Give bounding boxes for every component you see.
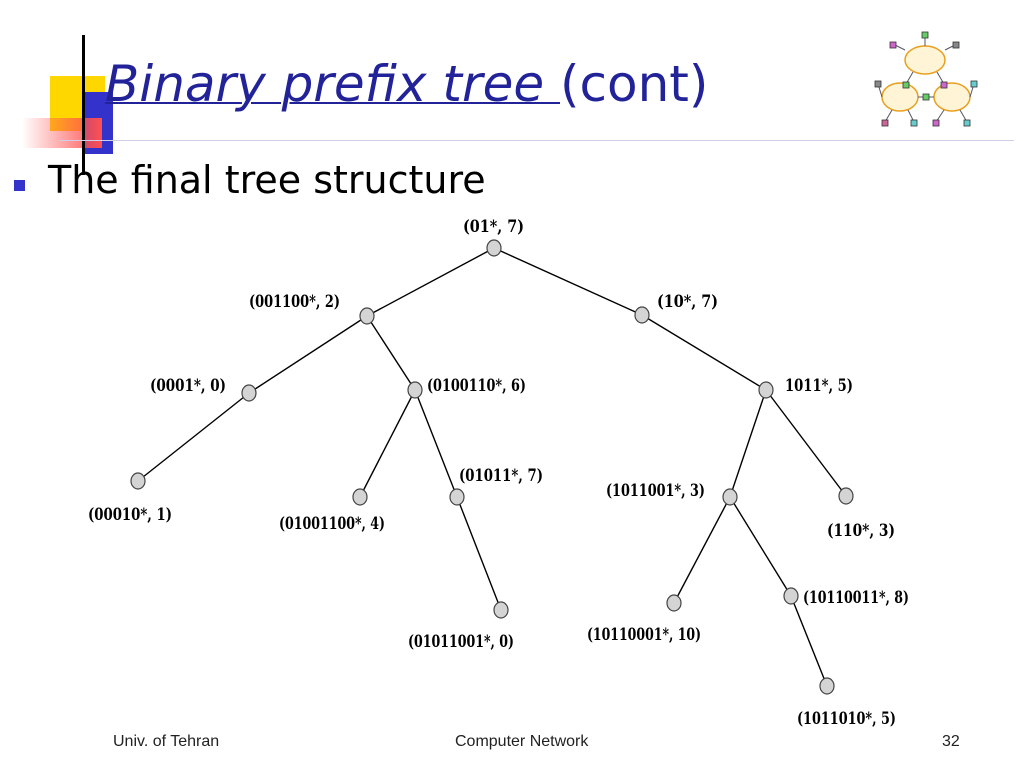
tree-node-n01011001: [493, 601, 509, 619]
footer-page-number: 32: [942, 733, 960, 750]
tree-node-label-n01011: (01011*, 7): [459, 466, 543, 486]
tree-edge-n01-n001100: [366, 247, 495, 317]
network-clouds-icon: [874, 31, 978, 127]
tree-node-label-n110: (110*, 3): [827, 521, 895, 541]
slide-title-suffix: (cont): [559, 55, 709, 113]
tree-node-label-n1011001: (1011001*, 3): [606, 481, 705, 501]
bullet-text: The final tree structure: [48, 158, 486, 202]
bullet-marker: [14, 180, 25, 191]
tree-edge-n001100-n0001: [248, 315, 368, 394]
tree-node-label-n01001100: (01001100*, 4): [279, 514, 385, 534]
tree-node-label-n001100: (001100*, 2): [249, 292, 340, 312]
tree-node-n01011: [449, 488, 465, 506]
tree-node-label-n0100110: (0100110*, 6): [427, 376, 526, 396]
tree-node-n001100: [359, 307, 375, 325]
footer-course: Computer Network: [455, 733, 589, 750]
tree-node-label-n10110001: (10110001*, 10): [587, 625, 701, 645]
tree-edge-n0001-n00010: [137, 392, 250, 482]
tree-edge-n1011-n1011001: [729, 389, 767, 498]
tree-edge-n0100110-n01001100: [359, 389, 416, 498]
tree-node-n1011001: [722, 488, 738, 506]
footer-affiliation: Univ. of Tehran: [113, 733, 220, 750]
tree-node-n0001: [241, 384, 257, 402]
tree-node-n1011: [758, 381, 774, 399]
tree-node-label-n0001: (0001*, 0): [150, 376, 226, 396]
tree-node-n10110001: [666, 594, 682, 612]
tree-edge-n10110011-n1011010: [790, 595, 828, 687]
tree-edge-n10-n1011: [641, 314, 767, 391]
tree-node-n01001100: [352, 488, 368, 506]
title-decoration-vertical-line: [82, 35, 85, 175]
tree-node-label-n1011010: (1011010*, 5): [797, 709, 896, 729]
tree-node-label-n00010: (00010*, 1): [88, 505, 172, 525]
tree-edge-n1011001-n10110001: [673, 496, 731, 604]
tree-edge-n1011001-n10110011: [729, 496, 792, 597]
tree-nodes: [130, 239, 854, 695]
tree-edge-n001100-n0100110: [366, 315, 416, 391]
tree-node-n110: [838, 487, 854, 505]
tree-node-label-n10110011: (10110011*, 8): [803, 588, 909, 608]
tree-node-n1011010: [819, 677, 835, 695]
title-decoration-red: [22, 118, 102, 148]
tree-node-label-n10: (10*, 7): [657, 292, 718, 312]
tree-node-n01: [486, 239, 502, 257]
tree-node-label-n1011: 1011*, 5): [785, 376, 853, 396]
tree-edge-n01011-n01011001: [456, 496, 502, 611]
tree-node-n00010: [130, 472, 146, 490]
tree-node-n10110011: [783, 587, 799, 605]
tree-edge-n0100110-n01011: [414, 389, 458, 498]
tree-node-label-n01011001: (01011001*, 0): [408, 632, 514, 652]
tree-labels: (01*, 7) (001100*, 2) (10*, 7) (0001*, 0) (0…: [88, 217, 909, 729]
slide-title: Binary prefix tree (cont): [105, 55, 708, 113]
tree-edge-n01-n10: [493, 247, 643, 316]
tree-node-label-n01: (01*, 7): [463, 217, 524, 237]
slide-title-main: Binary prefix tree: [105, 55, 560, 113]
tree-edges: [137, 247, 847, 687]
tree-node-n10: [634, 306, 650, 324]
tree-edge-n1011-n110: [765, 389, 847, 497]
title-underline-rule: [60, 140, 1014, 141]
tree-node-n0100110: [407, 381, 423, 399]
